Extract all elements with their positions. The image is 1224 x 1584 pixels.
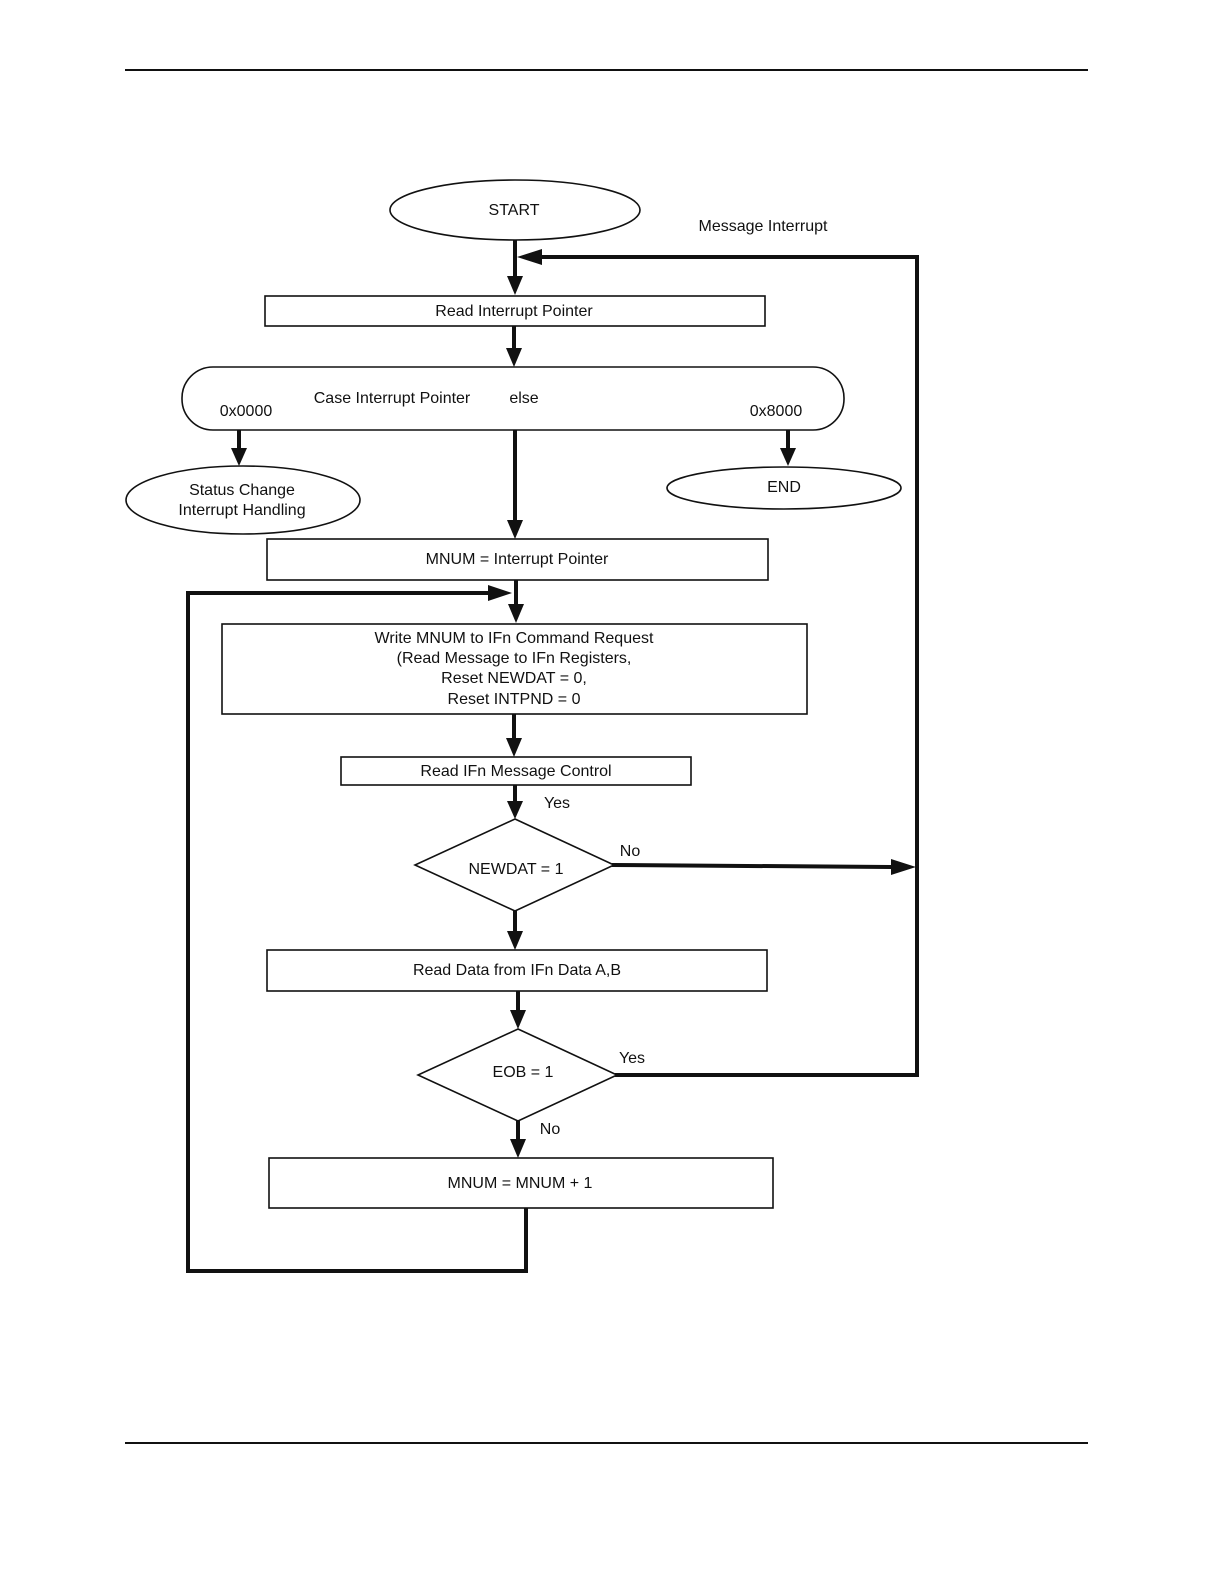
arrowhead-increment-loop (488, 585, 512, 601)
write-label-line2: (Read Message to IFn Registers, (397, 650, 632, 667)
increment-label: MNUM = MNUM + 1 (448, 1175, 593, 1192)
case-8000-label: 0x8000 (750, 403, 803, 420)
arrowhead-read-pointer (507, 276, 523, 295)
write-command-box (221, 623, 808, 715)
read-data-label: Read Data from IFn Data A,B (413, 962, 621, 979)
arrowhead-write (508, 604, 524, 623)
case-0000-label: 0x0000 (220, 403, 273, 420)
case-title-label: Case Interrupt Pointer (314, 390, 471, 407)
arrowhead-status (231, 448, 247, 466)
write-label-line3: Reset NEWDAT = 0, (441, 670, 587, 687)
arrowhead-control (506, 738, 522, 757)
end-label: END (767, 479, 801, 496)
eob-decision (416, 1028, 619, 1122)
read-data-box (266, 949, 768, 992)
read-pointer-label: Read Interrupt Pointer (435, 303, 593, 320)
yes-eob-label: Yes (619, 1050, 645, 1067)
edge-newdat-no (611, 862, 896, 870)
mnum-assign-box (266, 538, 769, 581)
arrowhead-end (780, 448, 796, 466)
read-control-label: Read IFn Message Control (420, 763, 611, 780)
arrowhead-read-data (507, 931, 523, 950)
start-label: START (489, 202, 540, 219)
mnum-assign-label: MNUM = Interrupt Pointer (426, 551, 609, 568)
newdat-label: NEWDAT = 1 (469, 861, 564, 878)
edge-message-interrupt-loop (534, 255, 919, 1077)
case-else-label: else (509, 390, 538, 407)
arrowhead-newdat-no (891, 859, 916, 875)
status-label-line2: Interrupt Handling (178, 502, 305, 519)
no-newdat-label: No (620, 843, 641, 860)
eob-label: EOB = 1 (493, 1064, 554, 1081)
read-control-box (340, 756, 692, 786)
status-label-line1: Status Change (189, 482, 295, 499)
message-interrupt-label: Message Interrupt (699, 218, 829, 235)
no-eob-label: No (540, 1121, 561, 1138)
start-terminal (389, 179, 641, 241)
status-change-terminal (125, 465, 361, 535)
read-pointer-box (264, 295, 766, 327)
yes-control-label: Yes (544, 795, 570, 812)
arrowhead-case (506, 348, 522, 367)
arrowhead-increment (510, 1139, 526, 1158)
edge-increment-loop (186, 591, 528, 1273)
write-label-line4: Reset INTPND = 0 (448, 691, 581, 708)
arrowhead-eob (510, 1010, 526, 1029)
case-box (181, 366, 845, 431)
increment-box (268, 1157, 774, 1209)
write-label-line1: Write MNUM to IFn Command Request (375, 630, 654, 647)
end-terminal (666, 466, 902, 510)
arrowhead-newdat (507, 801, 523, 819)
arrowhead-message-interrupt (517, 249, 542, 265)
arrowhead-mnum-assign (507, 520, 523, 539)
newdat-decision (413, 818, 616, 912)
